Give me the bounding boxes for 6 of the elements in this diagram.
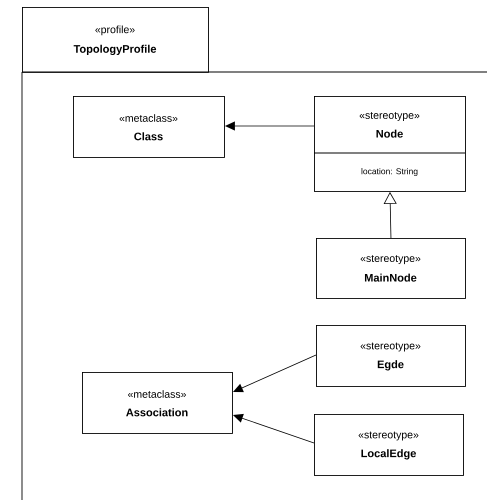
class-box: «stereotype» Node location: String [314,96,466,192]
stereotype-box: «stereotype» LocalEdge [314,414,464,476]
stereotype-box: «metaclass» Class [73,96,225,158]
stereotype-box: «metaclass» Association [82,372,233,434]
stereotype-box: «stereotype» Egde [316,325,466,387]
stereotype-box: «stereotype» MainNode [316,238,466,299]
